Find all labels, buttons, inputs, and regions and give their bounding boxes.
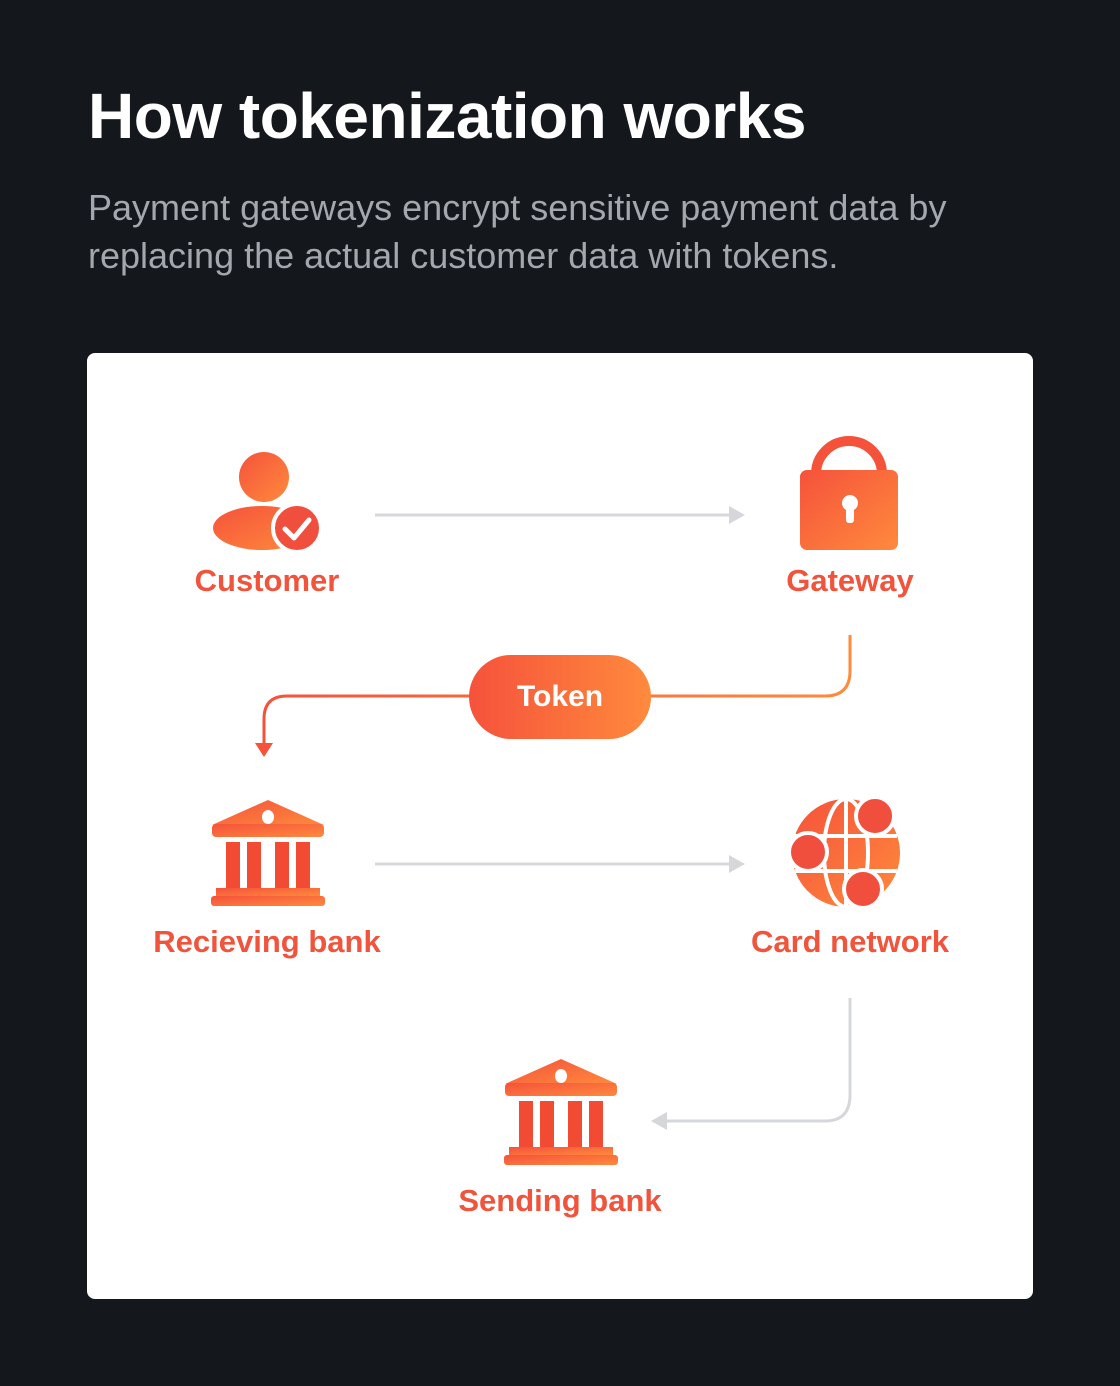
- page-title: How tokenization works: [88, 80, 806, 152]
- receiving-bank-icon: [211, 800, 325, 906]
- token-label: Token: [516, 680, 604, 713]
- diagram-card: Customer Gateway Recieving bank Card net…: [87, 353, 1033, 1299]
- arrow-receiving-bank-to-card-network: [375, 855, 745, 873]
- arrow-card-network-to-sending-bank: [651, 998, 852, 1130]
- globe-network-icon: [787, 795, 900, 910]
- gateway-label: Gateway: [786, 563, 914, 598]
- sending-bank-label: Sending bank: [458, 1183, 662, 1218]
- customer-label: Customer: [194, 563, 340, 598]
- arrow-customer-to-gateway: [375, 506, 745, 524]
- page-subtitle: Payment gateways encrypt sensitive payme…: [88, 187, 947, 276]
- card-network-label: Card network: [750, 924, 950, 959]
- receiving-bank-label: Recieving bank: [153, 924, 381, 959]
- token-pill: Token: [469, 655, 651, 739]
- sending-bank-icon: [504, 1059, 618, 1165]
- padlock-icon: [800, 436, 898, 550]
- flow-diagram: [211, 436, 900, 1165]
- customer-check-icon: [213, 452, 323, 554]
